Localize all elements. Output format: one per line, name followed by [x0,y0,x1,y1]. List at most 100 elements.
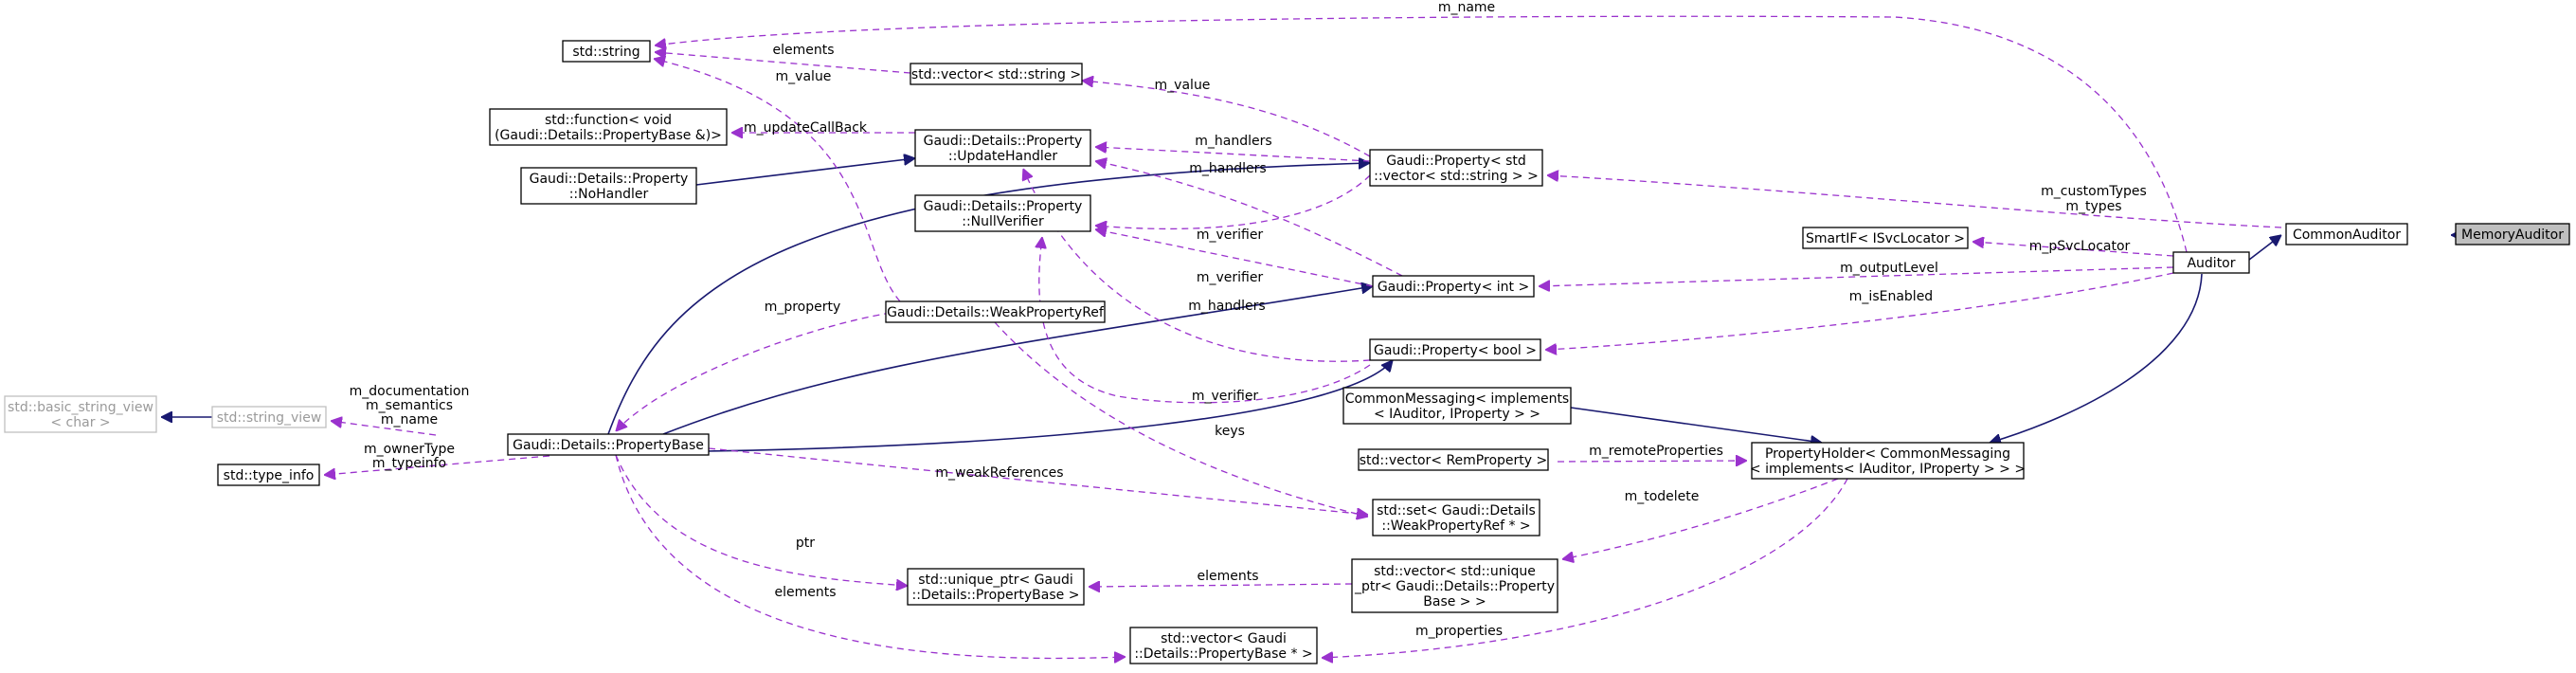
edge-label: elements [774,585,836,600]
node-box [910,63,1083,85]
node-label: ::UpdateHandler [948,149,1058,164]
node-label: ::vector< std::string > > [1374,169,1539,184]
node-unique-ptr[interactable]: std::unique_ptr< Gaudi::Details::Propert… [907,568,1085,606]
node-property-vector-string[interactable]: Gaudi::Property< std::vector< std::strin… [1369,149,1543,187]
node-box [907,568,1085,606]
usage-arrow [1547,175,2282,228]
usage-arrow [1557,461,1747,462]
node-label: std::basic_string_view [8,400,153,415]
nodes-layer: MemoryAuditorCommonAuditorAuditorstd::st… [4,40,2570,664]
node-box [914,129,1091,167]
node-label: Gaudi::Details::WeakPropertyRef [887,305,1105,320]
edge-label: m_value [1155,78,1211,93]
node-null-verifier[interactable]: Gaudi::Details::Property::NullVerifier [914,194,1091,232]
node-set-weakref[interactable]: std::set< Gaudi::Details::WeakPropertyRe… [1372,499,1540,537]
node-basic-string-view[interactable]: std::basic_string_view< char > [4,395,157,433]
node-common-auditor[interactable]: CommonAuditor [2285,223,2408,246]
node-box [1372,499,1540,537]
node-label: std::function< void [545,113,672,128]
edge-null_verifier-to-property_vector_string: m_verifier [1095,174,1371,243]
node-memory-auditor[interactable]: MemoryAuditor [2455,223,2570,246]
edge-property_base-to-property_vector_string [607,163,1370,435]
node-vector-remproperty[interactable]: std::vector< RemProperty > [1358,448,1549,471]
node-label: std::vector< Gaudi [1161,631,1287,646]
node-label: CommonAuditor [2293,227,2401,243]
usage-arrow [331,421,437,436]
edge-update_handler-to-property_vector_string: m_handlers [1095,134,1371,162]
node-label: Gaudi::Property< bool > [1374,343,1537,358]
node-box [1342,387,1572,425]
edge-label: elements [772,43,834,58]
node-box [2172,251,2250,274]
node-label: std::string_view [217,410,322,426]
edge-label: m_verifier [1197,270,1264,285]
edge-null_verifier-to-property_int: m_verifier [1095,229,1374,287]
node-box [1369,149,1543,187]
node-box [2285,223,2408,246]
node-box [1802,227,1969,249]
edge-label: m_semantics [366,398,453,413]
inheritance-arrow [705,360,1393,452]
node-label: (Gaudi::Details::PropertyBase &)> [495,128,722,143]
edge-label: m_name [1438,0,1495,15]
node-label: std::string [572,45,639,60]
node-vector-propbase-ptr[interactable]: std::vector< Gaudi::Details::PropertyBas… [1129,627,1318,664]
node-box [2455,223,2570,246]
node-auditor[interactable]: Auditor [2172,251,2250,274]
node-property-bool[interactable]: Gaudi::Property< bool > [1369,338,1541,361]
usage-arrow [1095,174,1371,228]
edge-property_base-to-vector_propbase_ptr: elements [615,454,1126,658]
node-label: CommonMessaging< implements [1345,391,1569,407]
edge-smartif-to-auditor: m_pSvcLocator [1973,239,2174,257]
node-label: std::set< Gaudi::Details [1377,503,1536,518]
node-label: PropertyHolder< CommonMessaging [1765,446,2010,462]
edge-label: m_typeinfo [372,456,446,471]
node-smartif[interactable]: SmartIF< ISvcLocator > [1802,227,1969,249]
edge-property_base-to-unique_ptr: ptr [615,454,908,586]
node-vector-string[interactable]: std::vector< std::string > [910,63,1083,85]
node-weak-property-ref[interactable]: Gaudi::Details::WeakPropertyRef [885,300,1106,323]
node-string-view[interactable]: std::string_view [211,406,327,428]
usage-arrow [615,454,908,586]
node-vector-unique-ptr[interactable]: std::vector< std::unique_ptr< Gaudi::Det… [1351,558,1558,613]
edge-label: m_customTypes [2041,184,2147,199]
node-label: SmartIF< ISvcLocator > [1806,231,1965,246]
edge-label: m_ownerType [364,442,455,457]
edge-label: m_handlers [1189,161,1266,176]
edge-label: m_types [2065,199,2121,214]
edge-weak_property_ref-to-set_weakref: keys [994,321,1368,517]
usage-arrow [708,447,1368,515]
node-box [211,406,327,428]
node-no-handler[interactable]: Gaudi::Details::Property::NoHandler [520,167,697,205]
node-update-handler[interactable]: Gaudi::Details::Property::UpdateHandler [914,129,1091,167]
node-common-messaging[interactable]: CommonMessaging< implements< IAuditor, I… [1342,387,1572,425]
node-std-string[interactable]: std::string [562,40,651,63]
inheritance-arrow [607,163,1370,435]
edge-std_string-to-weak_property_ref: m_value [654,59,901,302]
inheritance-arrow [2248,235,2281,261]
node-property-base[interactable]: Gaudi::Details::PropertyBase [507,433,710,456]
node-box [885,300,1106,323]
node-property-holder[interactable]: PropertyHolder< CommonMessaging< impleme… [1750,442,2026,480]
node-label: Gaudi::Details::PropertyBase [513,438,704,453]
node-type-info[interactable]: std::type_info [217,464,320,486]
edge-label: m_outputLevel [1840,261,1938,276]
edge-property_base-to-set_weakref: m_weakReferences [708,447,1368,515]
node-box [1751,442,2025,480]
inheritance-arrow [1570,407,1822,443]
edge-label: m_handlers [1195,134,1271,149]
node-label: Auditor [2187,256,2235,271]
edge-std_string-to-auditor: m_name [655,0,2188,253]
node-std-function[interactable]: std::function< void(Gaudi::Details::Prop… [489,108,728,146]
node-box [1351,558,1558,613]
usage-arrow [1545,272,2174,350]
edge-label: m_properties [1415,624,1503,639]
edge-property_int-to-auditor: m_outputLevel [1539,261,2174,286]
node-box [1129,627,1318,664]
usage-arrow [994,321,1368,517]
node-box [489,108,728,146]
node-label: < IAuditor, IProperty > > [1374,407,1540,422]
node-property-int[interactable]: Gaudi::Property< int > [1372,275,1535,298]
